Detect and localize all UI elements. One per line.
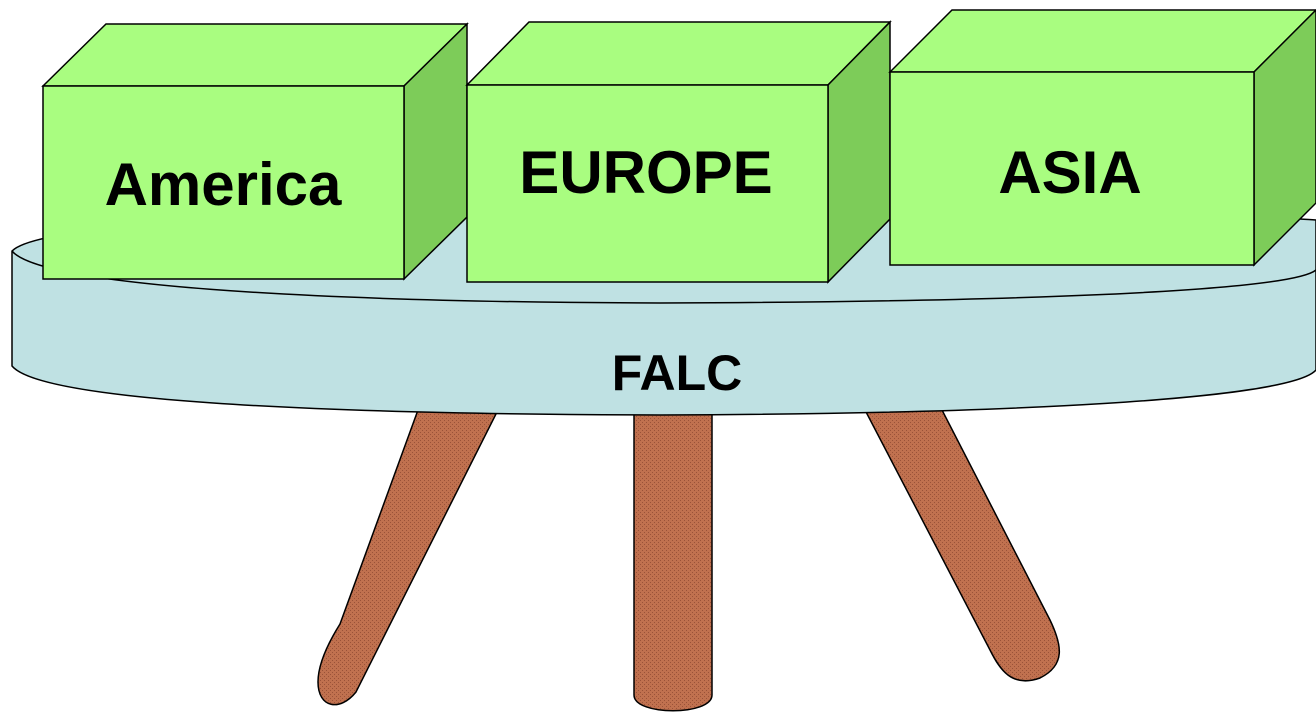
box-europe-label: EUROPE [519, 139, 772, 206]
box-america: America [41, 22, 469, 281]
box-europe-top [465, 21, 892, 86]
center-leg [633, 409, 713, 712]
left-leg [317, 409, 500, 706]
box-america-top [41, 23, 469, 87]
box-america-label: America [105, 151, 342, 218]
box-asia-top [888, 9, 1316, 73]
box-america-front [42, 85, 405, 280]
box-asia-label: ASIA [998, 139, 1141, 206]
box-europe-front [466, 84, 829, 283]
right-leg [863, 409, 1061, 682]
box-asia-front [889, 71, 1255, 266]
table-legs [317, 409, 1061, 712]
box-asia: ASIA [888, 8, 1316, 267]
platform-label: FALC [612, 345, 743, 401]
box-europe: EUROPE [465, 20, 892, 284]
